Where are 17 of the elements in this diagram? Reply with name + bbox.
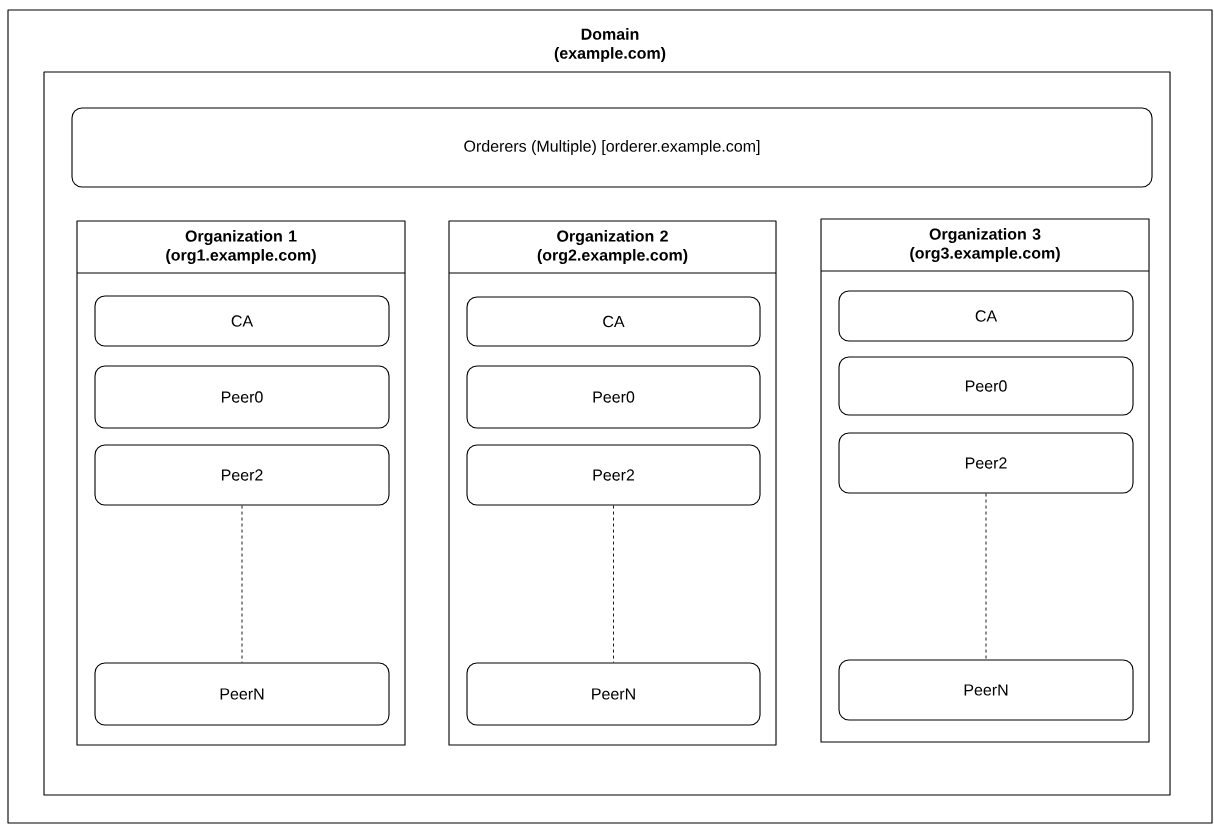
component-box: PeerN — [838, 659, 1134, 721]
orderers-box: Orderers (Multiple) [orderer.example.com] — [71, 107, 1153, 188]
component-box: Peer0 — [838, 356, 1134, 416]
component-box: PeerN — [466, 662, 761, 726]
component-box: PeerN — [94, 662, 390, 726]
component-box: Peer2 — [838, 432, 1134, 494]
connector-line — [985, 493, 987, 660]
component-box: Peer2 — [466, 444, 761, 506]
connector-line — [241, 505, 243, 663]
component-box: Peer2 — [94, 444, 390, 506]
component-box: CA — [94, 295, 390, 347]
frame-box — [43, 71, 1171, 796]
component-box: CA — [466, 296, 761, 347]
connector-line — [613, 505, 614, 663]
component-box: Peer0 — [94, 365, 390, 429]
component-box: Peer0 — [466, 365, 761, 429]
component-box: CA — [838, 290, 1134, 342]
